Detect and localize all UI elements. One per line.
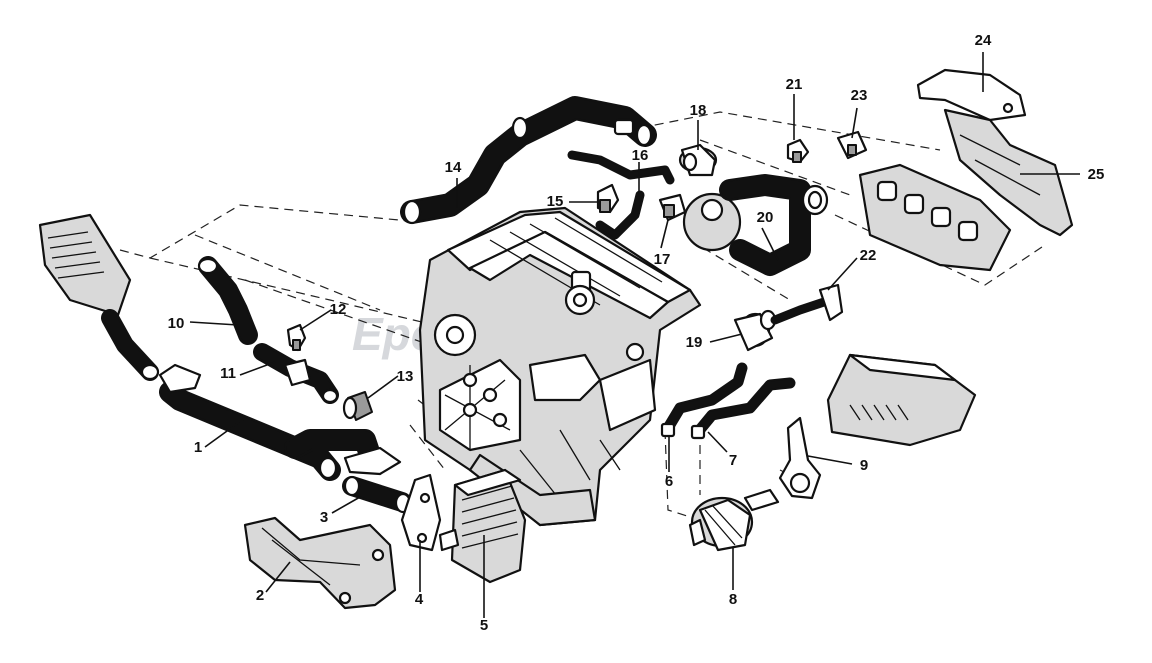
- air-intake-housing: [38, 213, 160, 381]
- part-5-oil-cooler: [438, 468, 527, 584]
- part-13-sleeve: [342, 391, 373, 421]
- part-10-hose: [197, 256, 258, 345]
- part-1-coolant-pipe: [158, 363, 402, 481]
- part-3-hose: [342, 475, 412, 514]
- part-25-heat-shield: [943, 108, 1074, 237]
- callout-label-14: 14: [445, 159, 462, 176]
- part-22-tube: [770, 283, 844, 325]
- part-14-upper-hose: [400, 96, 657, 225]
- callout-label-20: 20: [757, 209, 774, 226]
- callout-label-11: 11: [220, 365, 236, 382]
- part-8-air-pump: [688, 488, 780, 552]
- callout-label-18: 18: [690, 102, 707, 119]
- leader-lines: [189, 52, 1080, 618]
- manifold-gasket: [858, 163, 1012, 272]
- callout-label-10: 10: [168, 315, 185, 332]
- callout-label-1: 1: [194, 439, 202, 456]
- part-21-clamp: [786, 138, 810, 164]
- callout-label-12: 12: [330, 301, 347, 318]
- part-19-fitting: [733, 309, 777, 352]
- callout-label-6: 6: [665, 473, 673, 490]
- part-9-bracket: [778, 416, 822, 500]
- callout-label-3: 3: [320, 509, 328, 526]
- part-2-heat-shield: [243, 516, 397, 610]
- callout-label-13: 13: [397, 368, 414, 385]
- callout-label-21: 21: [786, 76, 803, 93]
- callout-label-22: 22: [860, 247, 877, 264]
- callout-label-23: 23: [851, 87, 868, 104]
- callout-label-24: 24: [975, 32, 992, 49]
- engine-block: [418, 206, 702, 527]
- part-15-16-17-valves: [567, 150, 687, 240]
- part-11-pipe: [253, 343, 339, 404]
- part-23-valve: [836, 130, 868, 160]
- part-20-elbow-assembly: [682, 174, 829, 276]
- callout-label-9: 9: [860, 457, 868, 474]
- callout-label-7: 7: [729, 452, 737, 469]
- air-filter-housing: [826, 353, 977, 447]
- callout-label-16: 16: [632, 147, 649, 164]
- callout-label-25: 25: [1088, 166, 1105, 183]
- part-6-7-tubes: [660, 362, 796, 440]
- part-24-heat-shield: [916, 68, 1027, 122]
- part-18-valve: [678, 143, 718, 177]
- callout-labels: 1234567891011121314151617181920212223242…: [168, 32, 1105, 634]
- callout-label-5: 5: [480, 617, 488, 634]
- part-12-sensor: [286, 323, 307, 352]
- callout-label-15: 15: [547, 193, 564, 210]
- callout-label-17: 17: [654, 251, 671, 268]
- callout-label-4: 4: [415, 591, 424, 608]
- callout-label-2: 2: [256, 587, 264, 604]
- part-4-bracket: [400, 473, 442, 552]
- callout-label-19: 19: [686, 334, 703, 351]
- callout-label-8: 8: [729, 591, 737, 608]
